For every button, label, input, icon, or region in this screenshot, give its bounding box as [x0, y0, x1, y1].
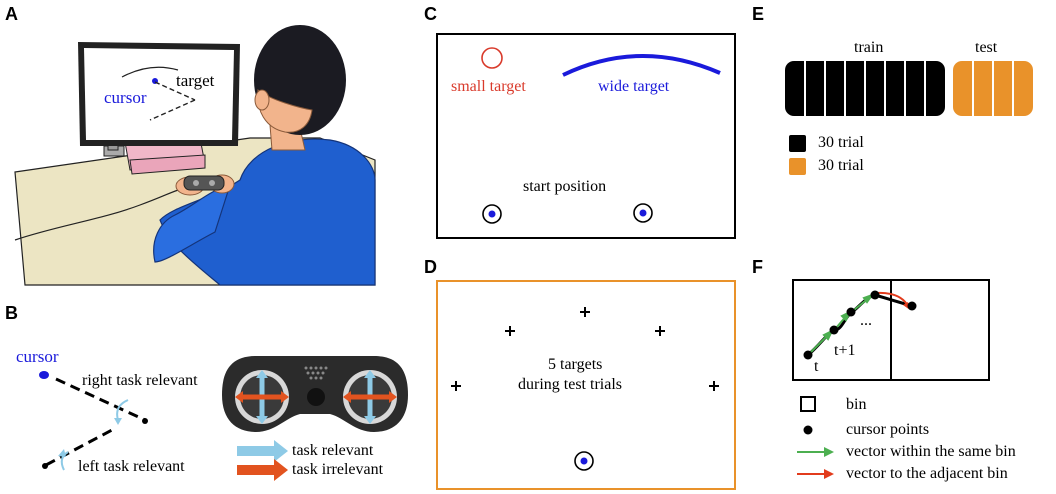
test-targets-line1: 5 targets	[548, 356, 603, 373]
test-blocks-bar	[953, 61, 1033, 116]
cable-line	[14, 187, 186, 241]
red-arrow-icon	[797, 469, 834, 479]
t-label: t	[814, 358, 819, 375]
start-position-icon	[574, 451, 594, 471]
gamepad-icon	[222, 356, 408, 432]
panel-label-f: F	[752, 257, 763, 277]
left-task-relevant-label: left task relevant	[78, 458, 185, 475]
start-position-icon	[482, 204, 502, 224]
plus-target-icon	[451, 381, 461, 391]
cursor-label-a: cursor	[104, 88, 147, 107]
small-target-icon	[481, 47, 503, 69]
cursor-label-b: cursor	[16, 347, 59, 366]
panel-c-frame	[436, 33, 736, 239]
small-target-label: small target	[451, 78, 526, 95]
square-outline-icon	[800, 396, 816, 412]
plus-target-icon	[655, 326, 665, 336]
plus-target-icon	[580, 307, 590, 317]
dot-icon	[803, 425, 813, 435]
t-plus-1-label: t+1	[834, 342, 856, 359]
panel-d-frame	[436, 280, 736, 490]
legend-test-trials: 30 trial	[818, 157, 864, 174]
legend-train-trials: 30 trial	[818, 134, 864, 151]
train-blocks-bar	[785, 61, 945, 116]
ellipsis-label: ...	[860, 312, 872, 329]
legend-swatch-orange	[789, 158, 806, 175]
monitor-screen	[84, 48, 234, 140]
cursor-dot-b	[39, 371, 49, 379]
legend-task-relevant: task relevant	[292, 442, 374, 459]
task-irrelevant-arrow-icon	[237, 459, 288, 481]
right-task-relevant-label: right task relevant	[82, 372, 198, 389]
controller-small	[183, 175, 225, 191]
legend-cursor-points: cursor points	[846, 421, 930, 438]
panel-label-b: B	[5, 303, 18, 323]
panel-label-d: D	[424, 257, 437, 277]
task-relevant-arrow-icon	[237, 440, 288, 462]
panel-label-e: E	[752, 4, 765, 24]
wide-target-label: wide target	[598, 78, 670, 95]
test-targets-line2: during test trials	[518, 376, 622, 393]
start-position-icon	[633, 203, 653, 223]
panel-label-a: A	[5, 4, 18, 24]
start-position-label: start position	[523, 178, 607, 195]
target-label-a: target	[176, 71, 215, 90]
cursor-points	[803, 290, 917, 360]
legend-within-bin: vector within the same bin	[846, 443, 1016, 460]
plus-target-icon	[709, 381, 719, 391]
legend-swatch-black	[789, 135, 806, 152]
wide-target-arc	[562, 54, 721, 77]
panel-label-c: C	[424, 4, 437, 24]
legend-task-irrelevant: task irrelevant	[292, 461, 384, 478]
green-arrow-icon	[797, 447, 834, 457]
test-label: test	[975, 39, 998, 56]
train-label: train	[854, 39, 884, 56]
plus-target-icon	[505, 326, 515, 336]
legend-bin: bin	[846, 396, 867, 413]
legend-adjacent-bin: vector to the adjacent bin	[846, 465, 1008, 482]
